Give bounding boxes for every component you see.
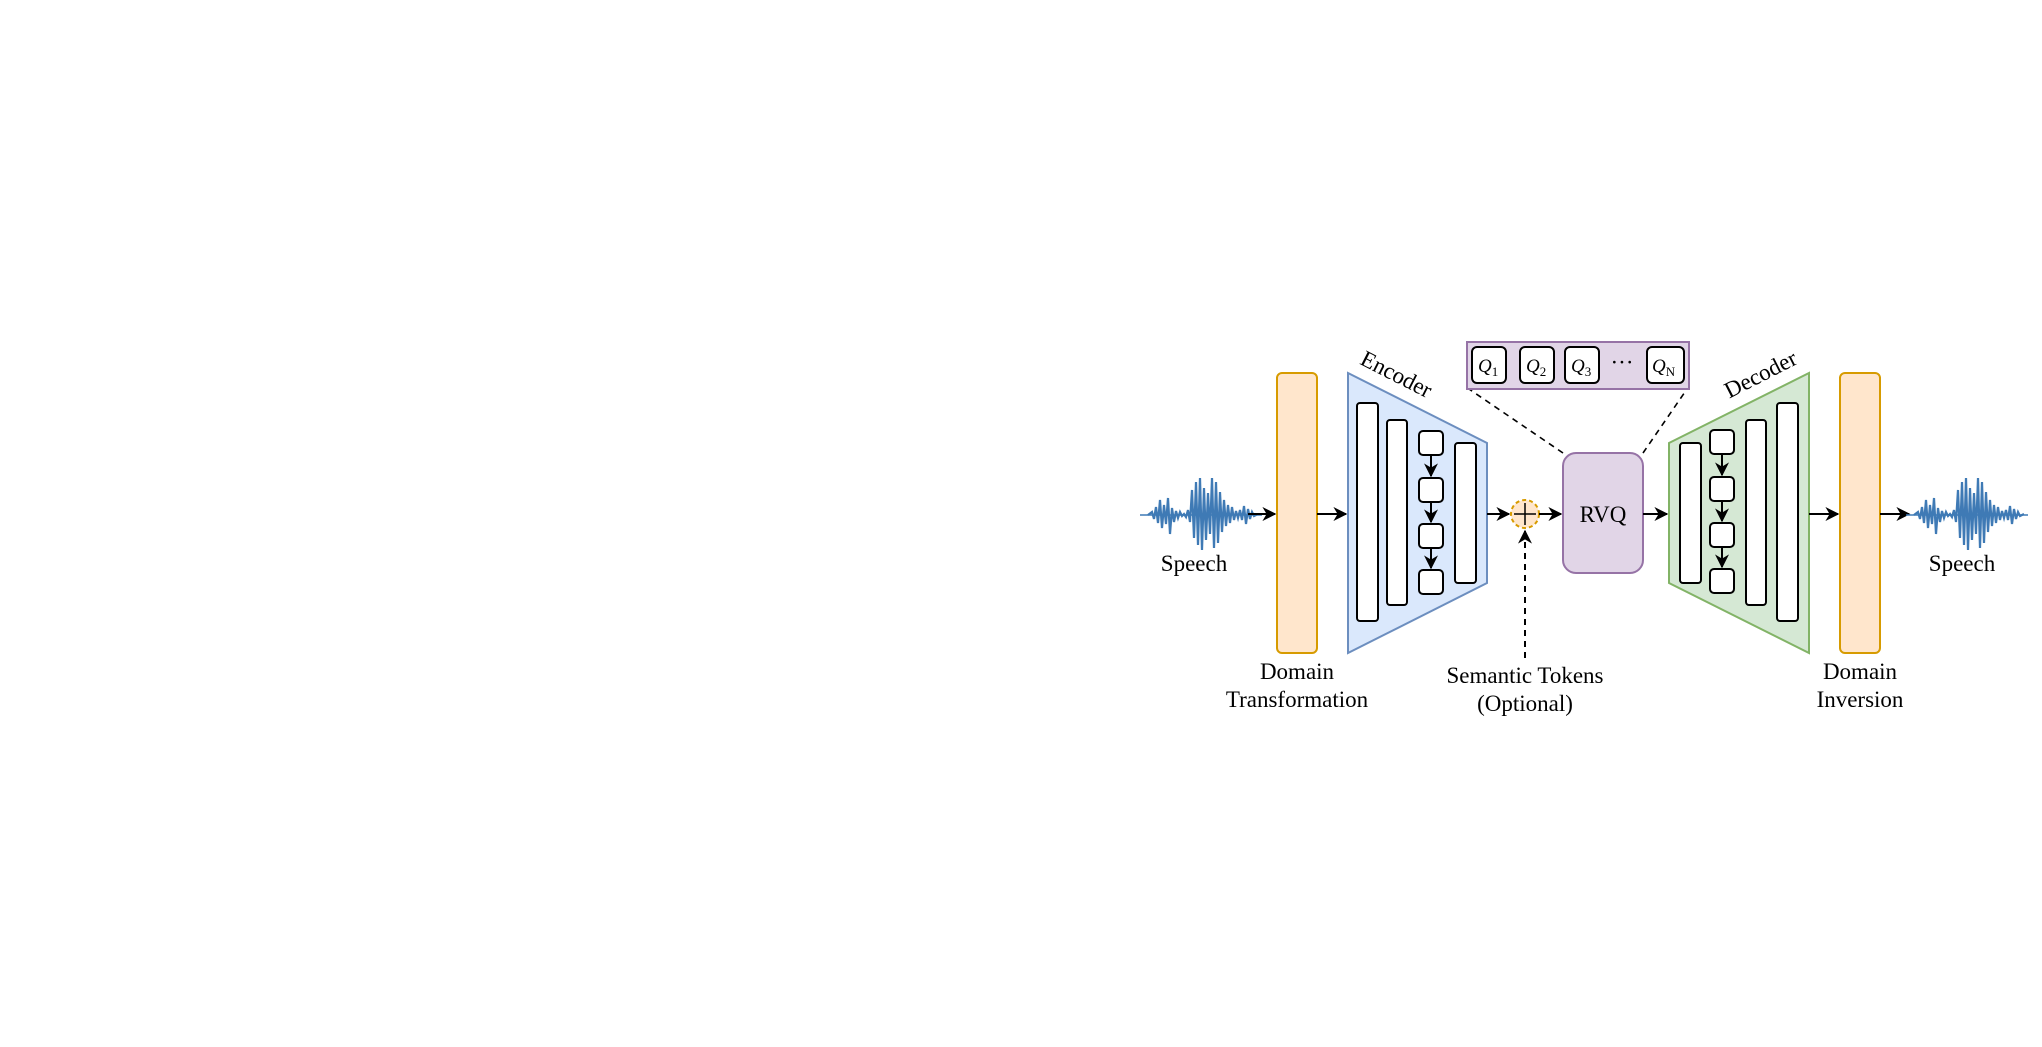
quantizer-box — [1519, 346, 1555, 384]
quantizer-box — [1564, 346, 1600, 384]
input-speech-label: Speech — [1161, 551, 1228, 576]
quantizer-box — [1646, 346, 1685, 384]
rvq-label: RVQ — [1580, 502, 1627, 527]
domain-transformation-label-line1: Domain — [1260, 659, 1335, 684]
decoder-layer-1 — [1679, 442, 1702, 584]
encoder-layer-1 — [1356, 402, 1379, 622]
semantic-tokens-label-line2: (Optional) — [1477, 691, 1573, 716]
decoder-residual-unit — [1709, 522, 1735, 548]
zoom-line-left — [1468, 388, 1564, 454]
quantizer-panel: Q1 Q2 Q3 ··· QN — [1466, 341, 1690, 390]
quantizer-label-n: QN — [1652, 356, 1676, 379]
adder-circle — [1510, 499, 1540, 529]
quantizer-label-2: Q2 — [1526, 356, 1546, 379]
domain-transformation-block — [1276, 372, 1318, 654]
decoder-residual-unit — [1709, 568, 1735, 594]
input-waveform-icon — [1140, 477, 1262, 551]
domain-inversion-label-line1: Domain — [1823, 659, 1898, 684]
encoder-layer-3 — [1454, 442, 1477, 584]
encoder-residual-unit — [1418, 430, 1444, 456]
semantic-tokens-label-line1: Semantic Tokens — [1446, 663, 1603, 688]
domain-inversion-label-line2: Inversion — [1817, 687, 1904, 712]
encoder-residual-unit — [1418, 523, 1444, 549]
quantizer-label-1: Q1 — [1478, 356, 1498, 379]
decoder-residual-unit — [1709, 476, 1735, 502]
encoder-residual-unit — [1418, 477, 1444, 503]
decoder-block — [1668, 371, 1810, 655]
domain-inversion-block — [1839, 372, 1881, 654]
decoder-layer-3 — [1776, 402, 1799, 622]
output-speech-label: Speech — [1929, 551, 1996, 576]
output-waveform-icon — [1906, 476, 2028, 552]
encoder-residual-unit — [1418, 569, 1444, 595]
encoder-layer-2 — [1386, 419, 1408, 606]
decoder-layer-2 — [1745, 419, 1767, 606]
decoder-residual-unit — [1709, 429, 1735, 455]
quantizer-box — [1471, 346, 1507, 384]
domain-transformation-label-line2: Transformation — [1226, 687, 1369, 712]
encoder-block — [1347, 371, 1488, 655]
quantizer-label-3: Q3 — [1571, 356, 1591, 379]
quantizer-ellipsis: ··· — [1611, 350, 1634, 375]
zoom-line-right — [1642, 388, 1688, 454]
